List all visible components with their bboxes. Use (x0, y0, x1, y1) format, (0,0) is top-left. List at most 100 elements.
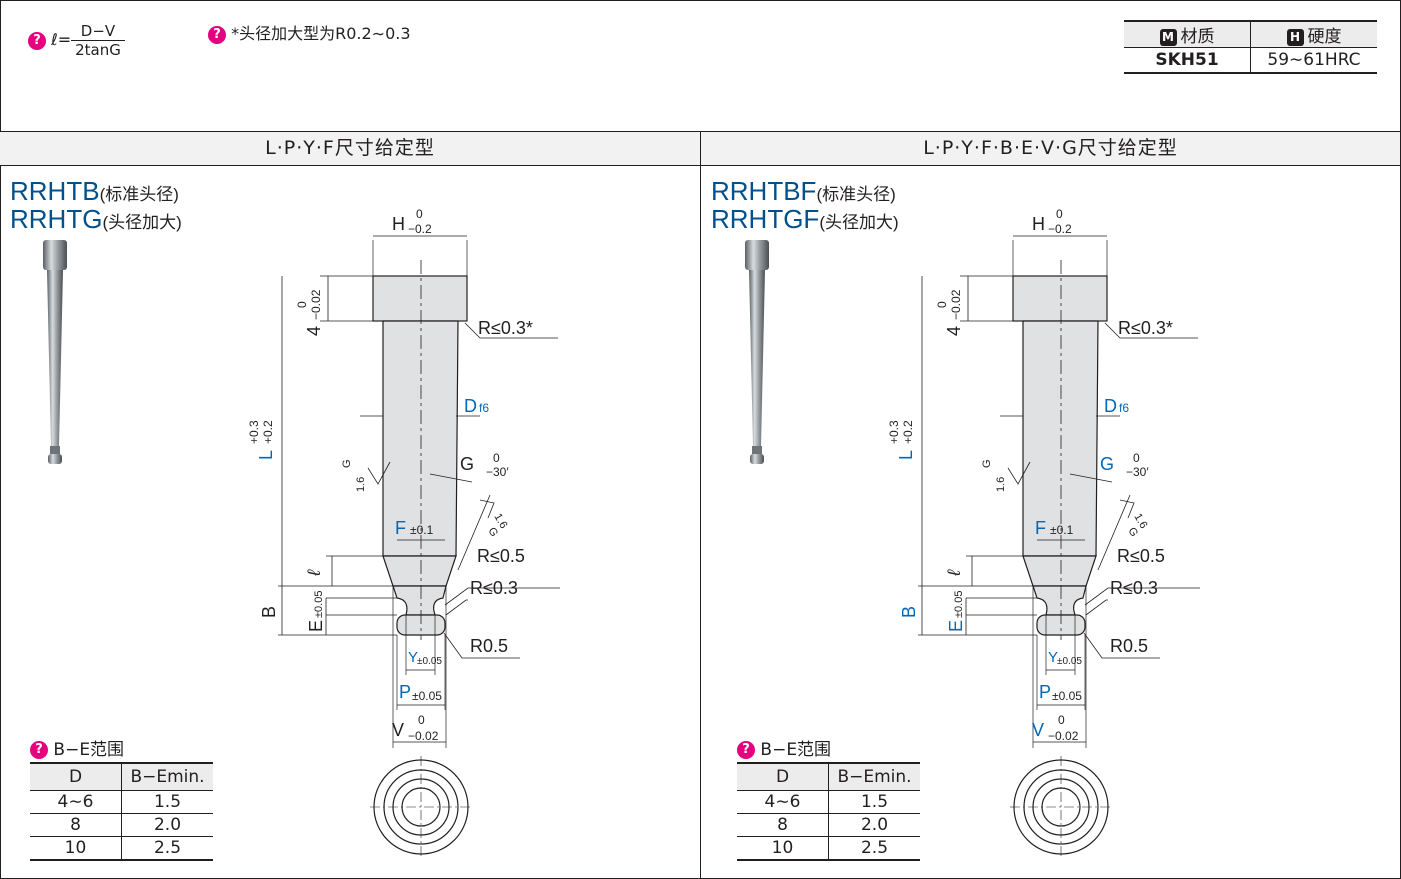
hardness-icon: H (1286, 28, 1304, 46)
formula-denominator: 2tanG (75, 41, 121, 59)
tol: −30′ (486, 465, 509, 479)
tol: ±0.05 (417, 656, 442, 667)
tol: ±0.05 (1052, 689, 1082, 703)
dim-H: H (1032, 214, 1045, 234)
cell: 8 (737, 813, 829, 837)
left-title-1: RRHTB(标准头径) (10, 177, 179, 209)
roughness: G (1125, 526, 1140, 539)
r3: R0.5 (470, 636, 508, 656)
right-title-1: RRHTBF(标准头径) (711, 177, 896, 209)
product-note: (头径加大) (819, 213, 899, 232)
col-header: D (737, 762, 829, 791)
left-panel-header: L·P·Y·F尺寸给定型 (0, 132, 700, 166)
material-value: SKH51 (1124, 47, 1251, 74)
dim-head: 4 (944, 326, 964, 336)
head-note-text: *头径加大型为R0.2∼0.3 (231, 24, 411, 43)
tol: f6 (479, 401, 489, 415)
tol: −0.2 (408, 222, 432, 236)
product-note: (头径加大) (102, 213, 182, 232)
formula-left: ℓ= (51, 30, 72, 49)
tol: 0 (1058, 713, 1065, 727)
product-note: (标准头径) (816, 185, 896, 204)
dim-P: P (399, 682, 411, 702)
r1: R≤0.5 (1117, 546, 1165, 566)
dim-G: G (1100, 454, 1114, 474)
col-header: D (30, 762, 122, 791)
cell: 2.5 (121, 836, 213, 861)
product-note: (标准头径) (99, 185, 179, 204)
tol: ±0.05 (313, 591, 325, 618)
tol: ±0.05 (1057, 656, 1082, 667)
left-title-2: RRHTG(头径加大) (10, 205, 182, 237)
dim-E: E (306, 620, 326, 632)
tol: 0 (416, 207, 423, 221)
roughness: 1.6 (995, 477, 1007, 492)
cell: 2.5 (828, 836, 920, 861)
r-head: R≤0.3* (478, 318, 533, 338)
dim-head: 4 (304, 326, 324, 336)
col-header: B−Emin. (121, 762, 213, 791)
dim-P: P (1039, 682, 1051, 702)
product-code: RRHTGF (711, 204, 820, 234)
product-code: RRHTG (10, 204, 103, 234)
cell: 8 (30, 813, 122, 837)
roughness: G (341, 459, 353, 468)
tol: ±0.05 (953, 591, 965, 618)
dim-ell: ℓ (944, 569, 964, 577)
left-range-caption: ? B−E范围 (30, 735, 124, 760)
tol: +0.2 (901, 420, 915, 444)
tol: −0.02 (408, 729, 439, 743)
hardness-value: 59∼61HRC (1250, 47, 1377, 74)
cell: 2.0 (121, 813, 213, 837)
cell: 1.5 (828, 790, 920, 814)
right-range-caption: ? B−E范围 (737, 735, 831, 760)
punch-photo (43, 240, 67, 464)
col-header: B−Emin. (828, 762, 920, 791)
dim-V: V (392, 720, 404, 740)
cell: 10 (737, 836, 829, 861)
punch-photo (745, 240, 769, 464)
tol: ±0.1 (1050, 523, 1074, 537)
tol: −0.02 (309, 289, 323, 320)
dim-Y: Y (1048, 649, 1058, 666)
dim-Y: Y (408, 649, 418, 666)
tol: −30′ (1126, 465, 1149, 479)
dim-D: D (464, 396, 477, 416)
tol: −0.2 (1048, 222, 1072, 236)
tol: ±0.1 (410, 523, 434, 537)
material-icon: M (1159, 28, 1177, 46)
tol: ±0.05 (412, 689, 442, 703)
tol: +0.3 (887, 420, 901, 444)
tol: 0 (418, 713, 425, 727)
panel-divider (700, 131, 701, 879)
product-code: RRHTBF (711, 176, 817, 206)
dim-B: B (259, 606, 279, 618)
right-technical-drawing: H 0 −0.2 4 0 −0.02 R≤0.3* D f6 L +0.3 +0… (887, 207, 1200, 858)
r2: R≤0.3 (1110, 578, 1158, 598)
cell: 4∼6 (737, 790, 829, 814)
dim-D: D (1104, 396, 1117, 416)
left-technical-drawing: H 0 −0.2 4 0 −0.02 R≤0.3* D f6 L +0.3 +0… (247, 207, 560, 858)
cell: 2.0 (828, 813, 920, 837)
info-icon: ? (208, 25, 226, 44)
r3: R0.5 (1110, 636, 1148, 656)
cell: 4∼6 (30, 790, 122, 814)
dim-F: F (395, 518, 406, 538)
right-title-2: RRHTGF(头径加大) (711, 205, 899, 237)
r1: R≤0.5 (477, 546, 525, 566)
info-icon: ? (737, 741, 755, 759)
dim-E: E (946, 620, 966, 632)
tol: −0.02 (949, 289, 963, 320)
tol: 0 (1056, 207, 1063, 221)
tol: f6 (1119, 401, 1129, 415)
tol: 0 (493, 451, 500, 465)
range-caption-text: B−E范围 (760, 740, 832, 760)
dim-G: G (460, 454, 474, 474)
info-icon: ? (30, 741, 48, 759)
product-code: RRHTB (10, 176, 100, 206)
